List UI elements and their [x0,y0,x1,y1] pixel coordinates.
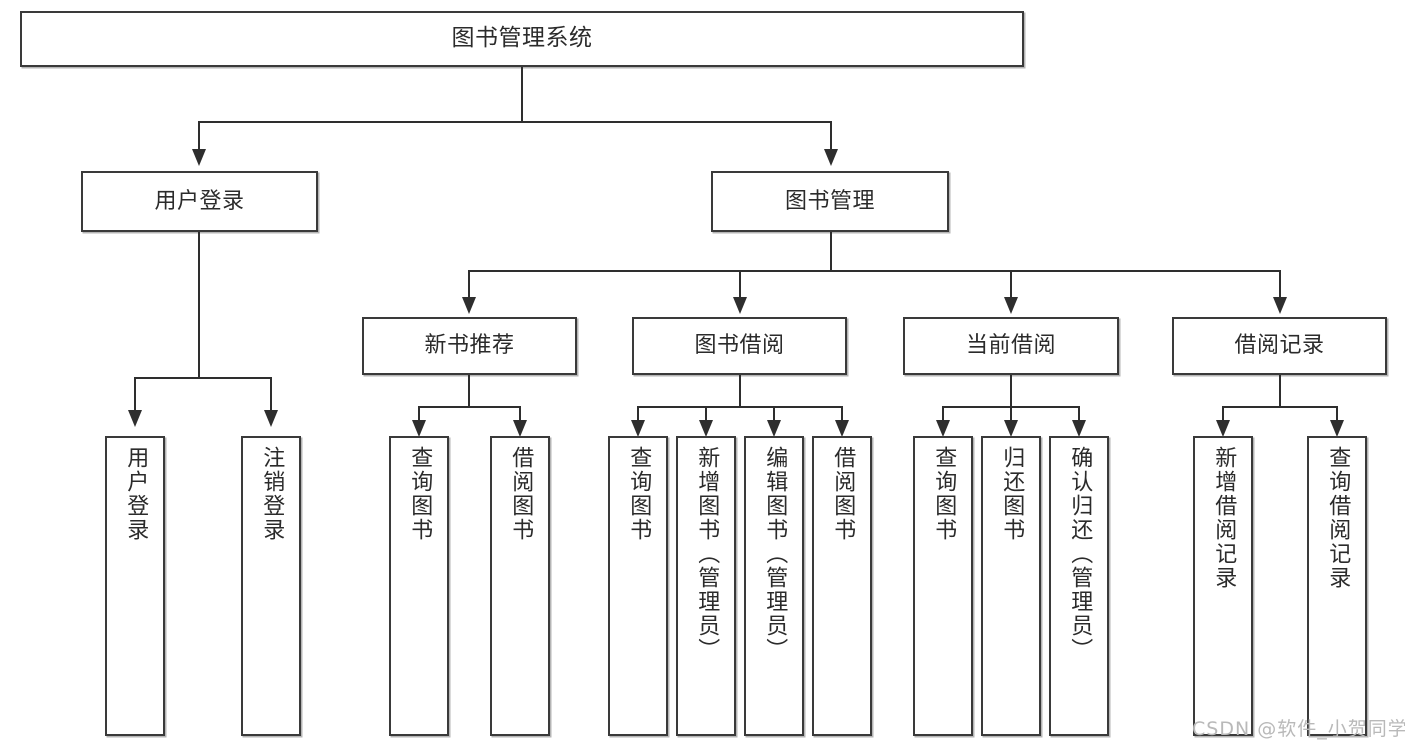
connector-user-login-stem [198,232,200,378]
node-label: 借阅图书 [830,446,856,542]
arrowhead-leaf-book-borrow-1 [631,420,645,437]
node-root-book-management-system[interactable]: 图书管理系统 [20,11,1024,67]
leaf-current-borrow-return[interactable]: 归还图书 [981,436,1041,736]
node-book-management[interactable]: 图书管理 [711,171,949,232]
arrowhead-leaf-user-login-1 [128,410,142,427]
connector-drop-leaf-new-book-1 [418,406,420,425]
connector-root-stem [521,67,523,122]
arrowhead-leaf-records-1 [1216,420,1230,437]
leaf-current-borrow-search[interactable]: 查询图书 [913,436,973,736]
connector-bus-level3 [468,270,1280,272]
leaf-book-borrow-borrow[interactable]: 借阅图书 [812,436,872,736]
connector-bus-new-book-leaves [418,406,521,408]
connector-borrow-records-stem [1279,375,1281,407]
connector-drop-borrow-records [1279,270,1281,299]
connector-bus-level1 [198,121,832,123]
leaf-records-add[interactable]: 新增借阅记录 [1193,436,1253,736]
node-label: 确认归还（管理员） [1067,446,1093,662]
leaf-new-book-borrow[interactable]: 借阅图书 [490,436,550,736]
node-label: 查询图书 [931,446,957,542]
connector-book-borrow-stem [739,375,741,407]
connector-drop-leaf-current-3 [1078,406,1080,425]
leaf-current-borrow-confirm-admin[interactable]: 确认归还（管理员） [1049,436,1109,736]
connector-current-borrow-stem [1010,375,1012,407]
leaf-user-login-logout[interactable]: 注销登录 [241,436,301,736]
connector-drop-leaf-current-2 [1010,406,1012,425]
connector-new-book-stem [468,375,470,407]
connector-drop-user-login [198,121,200,151]
arrowhead-borrow-records [1273,297,1287,314]
arrowhead-leaf-book-borrow-4 [835,420,849,437]
leaf-book-borrow-search[interactable]: 查询图书 [608,436,668,736]
node-label: 图书管理 [784,188,875,214]
node-label: 当前借阅 [965,333,1056,359]
node-label: 查询借阅记录 [1325,446,1351,590]
node-user-login[interactable]: 用户登录 [81,171,318,232]
arrowhead-leaf-new-book-2 [513,420,527,437]
connector-drop-leaf-book-borrow-2 [705,406,707,425]
arrowhead-new-book [462,297,476,314]
node-label: 编辑图书（管理员） [762,446,788,662]
leaf-records-search[interactable]: 查询借阅记录 [1307,436,1367,736]
connector-drop-leaf-new-book-2 [519,406,521,425]
connector-drop-leaf-current-1 [942,406,944,425]
node-borrow-records[interactable]: 借阅记录 [1172,317,1387,375]
connector-drop-leaf-records-2 [1336,406,1338,425]
connector-drop-leaf-book-borrow-4 [841,406,843,425]
leaf-book-borrow-add-admin[interactable]: 新增图书（管理员） [676,436,736,736]
node-label: 用户登录 [154,188,245,214]
node-label: 用户登录 [123,446,149,542]
arrowhead-leaf-user-login-2 [264,410,278,427]
node-label: 查询图书 [626,446,652,542]
connector-drop-leaf-user-login-1 [134,377,136,412]
connector-bus-book-borrow-leaves [637,406,843,408]
node-label: 图书借阅 [694,333,785,359]
node-current-borrow[interactable]: 当前借阅 [903,317,1119,375]
node-label: 查询图书 [407,446,433,542]
connector-bus-borrow-records-leaves [1222,406,1338,408]
connector-drop-current-borrow [1010,270,1012,299]
node-label: 图书管理系统 [451,25,593,52]
node-label: 借阅图书 [508,446,534,542]
connector-drop-new-book [468,270,470,299]
connector-bus-user-login-leaves [134,377,271,379]
arrowhead-leaf-current-1 [936,420,950,437]
connector-drop-leaf-book-borrow-3 [773,406,775,425]
arrowhead-current-borrow [1004,297,1018,314]
node-book-borrow[interactable]: 图书借阅 [632,317,847,375]
arrowhead-leaf-book-borrow-3 [767,420,781,437]
node-label: 注销登录 [259,446,285,542]
node-label: 新书推荐 [424,333,515,359]
connector-drop-leaf-user-login-2 [270,377,272,412]
connector-drop-book-management [830,121,832,151]
leaf-new-book-search[interactable]: 查询图书 [389,436,449,736]
node-label: 新增图书（管理员） [694,446,720,662]
arrowhead-user-login [192,149,206,166]
csdn-watermark: CSDN @软件_小贺同学 [1192,718,1405,740]
node-label: 借阅记录 [1234,333,1325,359]
node-new-book-recommend[interactable]: 新书推荐 [362,317,577,375]
connector-drop-book-borrow [739,270,741,299]
connector-drop-leaf-records-1 [1222,406,1224,425]
arrowhead-leaf-current-2 [1004,420,1018,437]
arrowhead-leaf-records-2 [1330,420,1344,437]
node-label: 归还图书 [999,446,1025,542]
leaf-user-login-login[interactable]: 用户登录 [105,436,165,736]
arrowhead-book-management [824,149,838,166]
arrowhead-leaf-new-book-1 [412,420,426,437]
node-label: 新增借阅记录 [1211,446,1237,590]
arrowhead-leaf-current-3 [1072,420,1086,437]
arrowhead-leaf-book-borrow-2 [699,420,713,437]
connector-drop-leaf-book-borrow-1 [637,406,639,425]
connector-book-management-stem [830,232,832,271]
leaf-book-borrow-edit-admin[interactable]: 编辑图书（管理员） [744,436,804,736]
arrowhead-book-borrow [733,297,747,314]
